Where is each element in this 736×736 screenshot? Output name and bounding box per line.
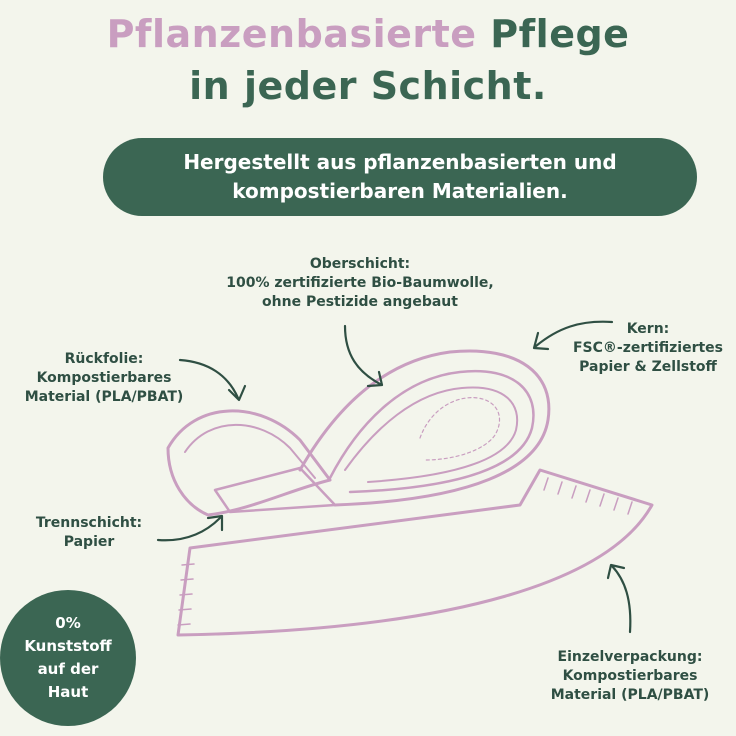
badge-line-2: Kunststoff: [24, 637, 112, 655]
label-top-line-2: 100% zertifizierte Bio-Baumwolle,: [226, 275, 494, 291]
arrow-core: [534, 320, 614, 348]
label-top-layer: Oberschicht: 100% zertifizierte Bio-Baum…: [190, 255, 530, 312]
label-wrapper-line-2: Kompostierbares: [562, 668, 698, 684]
arrow-top-head: [366, 370, 384, 388]
badge-line-4: Haut: [47, 683, 89, 701]
label-wrapper: Einzelverpackung: Kompostierbares Materi…: [530, 648, 730, 705]
label-top-title: Oberschicht:: [309, 256, 411, 272]
wrapper-outline: [176, 468, 654, 637]
pad-inner-layer: [344, 386, 519, 483]
arrow-back: [178, 358, 240, 400]
headline: Pflanzenbasierte Pflege in jeder Schicht…: [0, 8, 736, 112]
label-wrapper-title: Einzelverpackung:: [557, 649, 703, 665]
label-separator: Trennschicht: Papier: [14, 514, 164, 552]
label-top-line-3: ohne Pestizide angebaut: [262, 294, 458, 310]
badge-line-3: auf der: [37, 660, 99, 678]
backsheet-outline: [166, 409, 332, 517]
arrow-core-head: [532, 331, 550, 351]
label-back-line-3: Material (PLA/PBAT): [24, 389, 184, 405]
banner-line-2: kompostierbaren Materialien.: [232, 179, 568, 203]
label-separator-line-2: Papier: [63, 534, 115, 550]
pad-dashed-core: [419, 397, 500, 461]
materials-banner: Hergestellt aus pflanzenbasierten und ko…: [103, 138, 697, 216]
label-backsheet: Rückfolie: Kompostierbares Material (PLA…: [6, 350, 202, 407]
pad-top-layer: [298, 349, 551, 507]
arrow-wrapper: [610, 564, 632, 634]
headline-pink-word: Pflanzenbasierte: [106, 12, 477, 56]
arrow-separator: [156, 516, 222, 542]
wrapper-ticks-left: [177, 563, 195, 626]
plastic-free-badge: 0% Kunststoff auf der Haut: [0, 590, 136, 726]
headline-green-word: Pflege: [490, 12, 630, 56]
label-back-title: Rückfolie:: [64, 351, 144, 367]
label-wrapper-line-3: Material (PLA/PBAT): [550, 687, 710, 703]
arrow-top: [343, 324, 382, 386]
arrow-separator-head: [206, 514, 224, 532]
label-core: Kern: FSC®-zertifiziertes Papier & Zells…: [560, 320, 736, 377]
separator-outline: [213, 466, 337, 514]
label-back-line-2: Kompostierbares: [36, 370, 172, 386]
arrow-back-head: [227, 384, 247, 402]
wrapper-ticks-right: [543, 477, 633, 515]
backsheet-inner: [184, 423, 316, 479]
label-separator-title: Trennschicht:: [35, 515, 143, 531]
label-core-line-2: FSC®-zertifiziertes: [572, 340, 723, 356]
label-core-title: Kern:: [626, 321, 670, 337]
pad-core-layer: [328, 369, 535, 494]
badge-line-1: 0%: [55, 614, 81, 632]
headline-line-1: Pflanzenbasierte Pflege: [0, 8, 736, 60]
banner-line-1: Hergestellt aus pflanzenbasierten und: [183, 150, 617, 174]
headline-line-2: in jeder Schicht.: [189, 64, 547, 108]
label-core-line-3: Papier & Zellstoff: [579, 359, 717, 375]
arrow-wrapper-head: [606, 563, 626, 580]
